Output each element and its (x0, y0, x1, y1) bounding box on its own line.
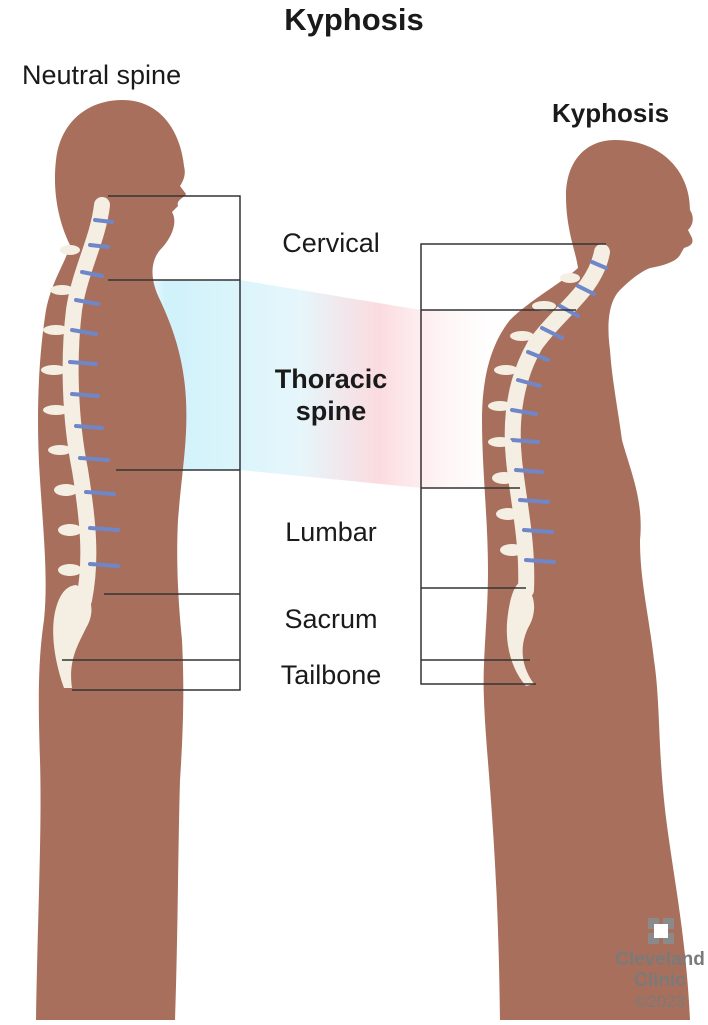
thoracic-label-line1: Thoracic (275, 364, 388, 394)
cleveland-clinic-logo: Cleveland Clinic ©2023 (612, 915, 708, 1012)
copyright: ©2023 (612, 991, 708, 1012)
neutral-body-silhouette (36, 100, 186, 1020)
kyphosis-figure-label: Kyphosis (552, 98, 669, 129)
tailbone-label: Tailbone (241, 660, 421, 691)
thoracic-spine-label: Thoracic spine (241, 363, 421, 427)
thoracic-label-line2: spine (296, 396, 367, 426)
sacrum-label: Sacrum (241, 604, 421, 635)
lumbar-label: Lumbar (241, 517, 421, 548)
cervical-label: Cervical (241, 228, 421, 259)
neutral-spine-label: Neutral spine (22, 60, 181, 91)
logo-line1: Cleveland (612, 949, 708, 970)
logo-line2: Clinic (612, 970, 708, 991)
main-title: Kyphosis (0, 2, 708, 38)
